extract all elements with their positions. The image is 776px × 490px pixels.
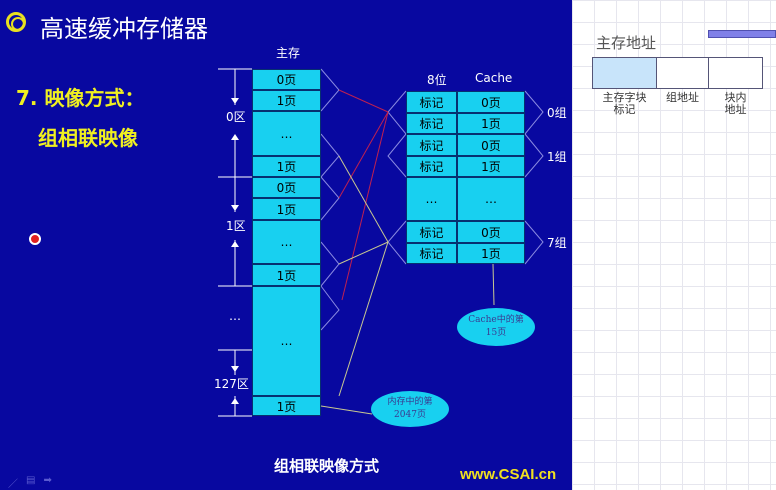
- main-memory-header: 主存: [276, 46, 301, 60]
- cache-tag-cell: 标记: [406, 134, 457, 156]
- memory-row: …: [252, 220, 321, 264]
- watermark: www.CSAI.cn: [460, 466, 557, 483]
- laser-pointer-icon: [29, 233, 41, 245]
- memory-row: 1页: [252, 264, 321, 286]
- cache-tag-cell: 标记: [406, 91, 457, 113]
- diagram-caption: 组相联映像方式: [274, 457, 380, 475]
- address-panel: 主存地址 主存字块标记 组地址 块内地址: [572, 0, 776, 490]
- mapping-lines: [218, 68, 544, 417]
- memory-row: 0页: [252, 69, 321, 90]
- cache-tag-cell: 标记: [406, 243, 457, 264]
- memory-row: 1页: [252, 198, 321, 220]
- menu-icon[interactable]: ▤: [26, 475, 36, 486]
- group-label: 1组: [547, 150, 567, 164]
- group-field: [656, 57, 709, 89]
- cache-page-cell: …: [457, 177, 525, 221]
- callout-line: 15页: [485, 328, 507, 338]
- memory-callout: 内存中的第 2047页: [371, 391, 449, 427]
- cache-page-cell: 1页: [457, 156, 525, 177]
- cache-tag-header: 8位: [427, 73, 447, 87]
- cache-page-cell: 0页: [457, 221, 525, 243]
- offset-field-label: 块内地址: [724, 91, 747, 116]
- cache-header: Cache: [475, 71, 513, 85]
- cache-page-cell: 1页: [457, 243, 525, 264]
- cache-tag-cell: …: [406, 177, 457, 221]
- zone-label: 127区: [214, 375, 249, 392]
- address-title: 主存地址: [596, 34, 657, 52]
- memory-row: 1页: [252, 396, 321, 416]
- memory-row: 1页: [252, 156, 321, 177]
- cache-tag-cell: 标记: [406, 156, 457, 177]
- slide: 高速缓冲存储器 7. 映像方式： 组相联映像 主存 0页 1页 … 1页 0页 …: [0, 0, 572, 490]
- zone-label: …: [229, 309, 241, 323]
- offset-field: [708, 57, 763, 89]
- memory-row: …: [252, 111, 321, 156]
- cache-tag-cell: 标记: [406, 113, 457, 134]
- cache-tag-cell: 标记: [406, 221, 457, 243]
- cache-page-cell: 0页: [457, 91, 525, 113]
- cache-callout: Cache中的第 15页: [457, 308, 535, 346]
- cache-page-cell: 1页: [457, 113, 525, 134]
- bullet-icon: [6, 12, 26, 32]
- subsubtitle: 组相联映像: [38, 126, 138, 150]
- zone-label: 1区: [226, 217, 246, 234]
- callout-line: Cache中的第: [468, 315, 524, 325]
- callout-line: 内存中的第: [387, 397, 433, 407]
- group-label: 0组: [547, 106, 567, 120]
- group-label: 7组: [547, 236, 567, 250]
- cache-page-cell: 0页: [457, 134, 525, 156]
- tag-field-label: 主存字块标记: [602, 91, 647, 116]
- memory-row: 0页: [252, 177, 321, 198]
- subtitle: 7. 映像方式：: [16, 86, 145, 110]
- bar-decoration: [708, 30, 776, 38]
- slide-title: 高速缓冲存储器: [40, 15, 208, 43]
- zone-label: 0区: [226, 108, 246, 125]
- group-field-label: 组地址: [666, 91, 699, 104]
- tag-field: [592, 57, 657, 89]
- callout-line: 2047页: [394, 410, 426, 420]
- memory-row: …: [252, 286, 321, 396]
- memory-row: 1页: [252, 90, 321, 111]
- arrow-right-icon[interactable]: ➡: [43, 475, 52, 486]
- pen-icon[interactable]: ／: [8, 479, 18, 490]
